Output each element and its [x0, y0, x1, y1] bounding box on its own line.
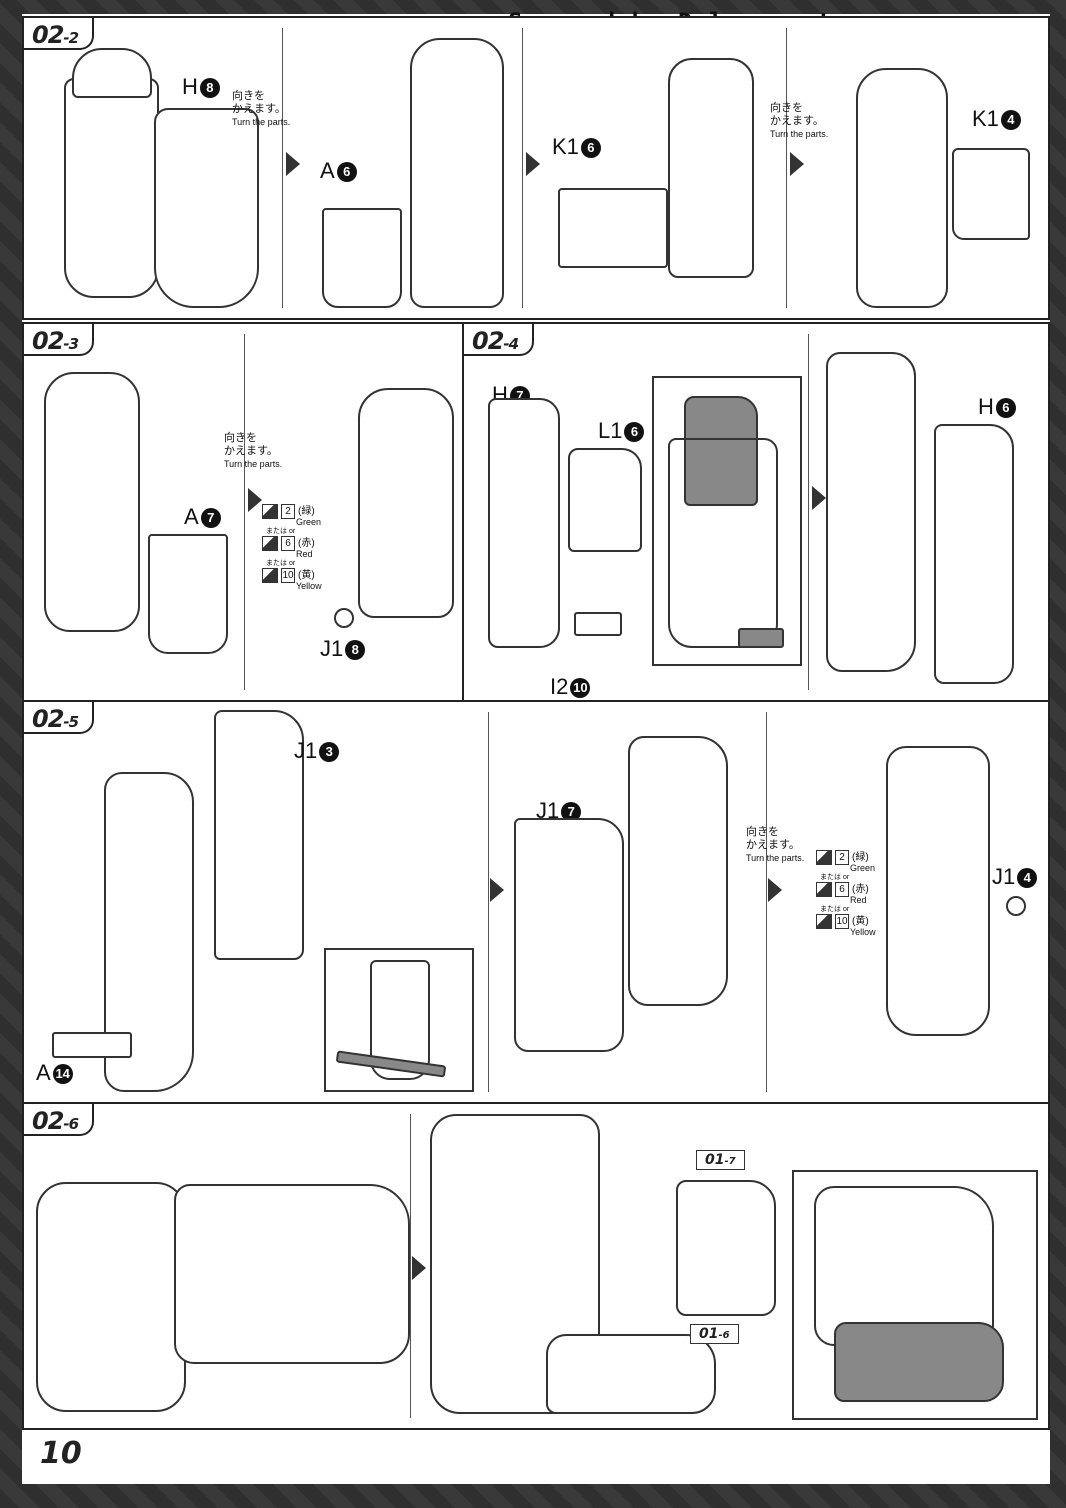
sticker-icon — [262, 536, 278, 551]
j-side-plate-part — [514, 818, 624, 1052]
j-shin-cover-part — [214, 710, 304, 960]
i-small-part — [574, 612, 622, 636]
turn-parts-note: 向きをかえます。Turn the parts. — [232, 90, 291, 127]
next-arrow-icon — [490, 878, 504, 902]
leg-frame-part — [64, 78, 159, 298]
k-cover-part — [558, 188, 668, 268]
h-inner-frame-part — [668, 438, 778, 648]
divider — [786, 28, 787, 308]
leg-back-part — [886, 746, 990, 1036]
l-block-part — [568, 448, 642, 552]
leg-back-part — [44, 372, 140, 632]
a-cover-plate-part — [148, 534, 228, 654]
detail-inset — [324, 948, 474, 1092]
highlighted-i-part — [738, 628, 784, 648]
j-round-part — [334, 608, 354, 628]
turn-parts-note: 向きをかえます。Turn the parts. — [224, 432, 283, 469]
page-number: 10 — [40, 1436, 82, 1471]
next-arrow-icon — [286, 152, 300, 176]
leg-assembly-part — [410, 38, 504, 308]
leg-shin-part — [628, 736, 728, 1006]
j-round-part — [1006, 896, 1026, 916]
ref-01-6: 01-6 — [690, 1324, 739, 1344]
next-arrow-icon — [768, 878, 782, 902]
next-arrow-icon — [812, 486, 826, 510]
step-badge: 02-3 — [24, 324, 94, 356]
step-badge: 02-4 — [464, 324, 534, 356]
next-arrow-icon — [248, 488, 262, 512]
h-inner-frame-part — [488, 398, 560, 648]
foot-joint-part — [546, 1334, 716, 1414]
detail-inset — [792, 1170, 1038, 1420]
step-badge: 02-5 — [24, 702, 94, 734]
next-arrow-icon — [412, 1256, 426, 1280]
armor-plate-part — [154, 108, 259, 308]
sticker-icon — [262, 504, 278, 519]
k-back-plate-part — [952, 148, 1030, 240]
step-badge: 02-6 — [24, 1104, 94, 1136]
divider — [808, 334, 809, 690]
leg-inner-cover-part — [322, 208, 402, 308]
turn-parts-note: 向きをかえます。Turn the parts. — [770, 102, 829, 139]
sticker-icon — [262, 568, 278, 583]
divider — [522, 28, 523, 308]
divider — [488, 712, 489, 1092]
sticker-options: 2(緑) Green または or 6(赤) Red または or 10(黄) … — [816, 850, 906, 937]
knee-joint-part — [676, 1180, 776, 1316]
sticker-icon — [816, 850, 832, 865]
leg-upper-part — [36, 1182, 186, 1412]
divider — [410, 1114, 411, 1418]
detail-inset — [652, 376, 802, 666]
divider — [282, 28, 283, 308]
turn-parts-note: 向きをかえます。Turn the parts. — [746, 826, 805, 863]
leg-assembly-part — [358, 388, 454, 618]
h-frame-part — [826, 352, 916, 672]
divider — [244, 334, 245, 690]
step-02-6-panel: 02-6 01-7 01-6 — [22, 1102, 1050, 1430]
next-arrow-icon — [790, 152, 804, 176]
knee-detail-part — [814, 1186, 994, 1346]
highlighted-foot-joint — [834, 1322, 1004, 1402]
step-badge: 02-2 — [24, 18, 94, 50]
leg-back-part — [856, 68, 948, 308]
a-thin-part — [52, 1032, 132, 1058]
sticker-options: 2(緑) Green または or 6(赤) Red または or 10(黄) … — [262, 504, 352, 591]
next-arrow-icon — [526, 152, 540, 176]
leg-assembly-part — [668, 58, 754, 278]
leg-lower-part — [174, 1184, 410, 1364]
ref-01-7: 01-7 — [696, 1150, 745, 1170]
sticker-icon — [816, 882, 832, 897]
gear-joint-part — [72, 48, 152, 98]
h-outer-frame-part — [934, 424, 1014, 684]
sticker-icon — [816, 914, 832, 929]
divider — [766, 712, 767, 1092]
